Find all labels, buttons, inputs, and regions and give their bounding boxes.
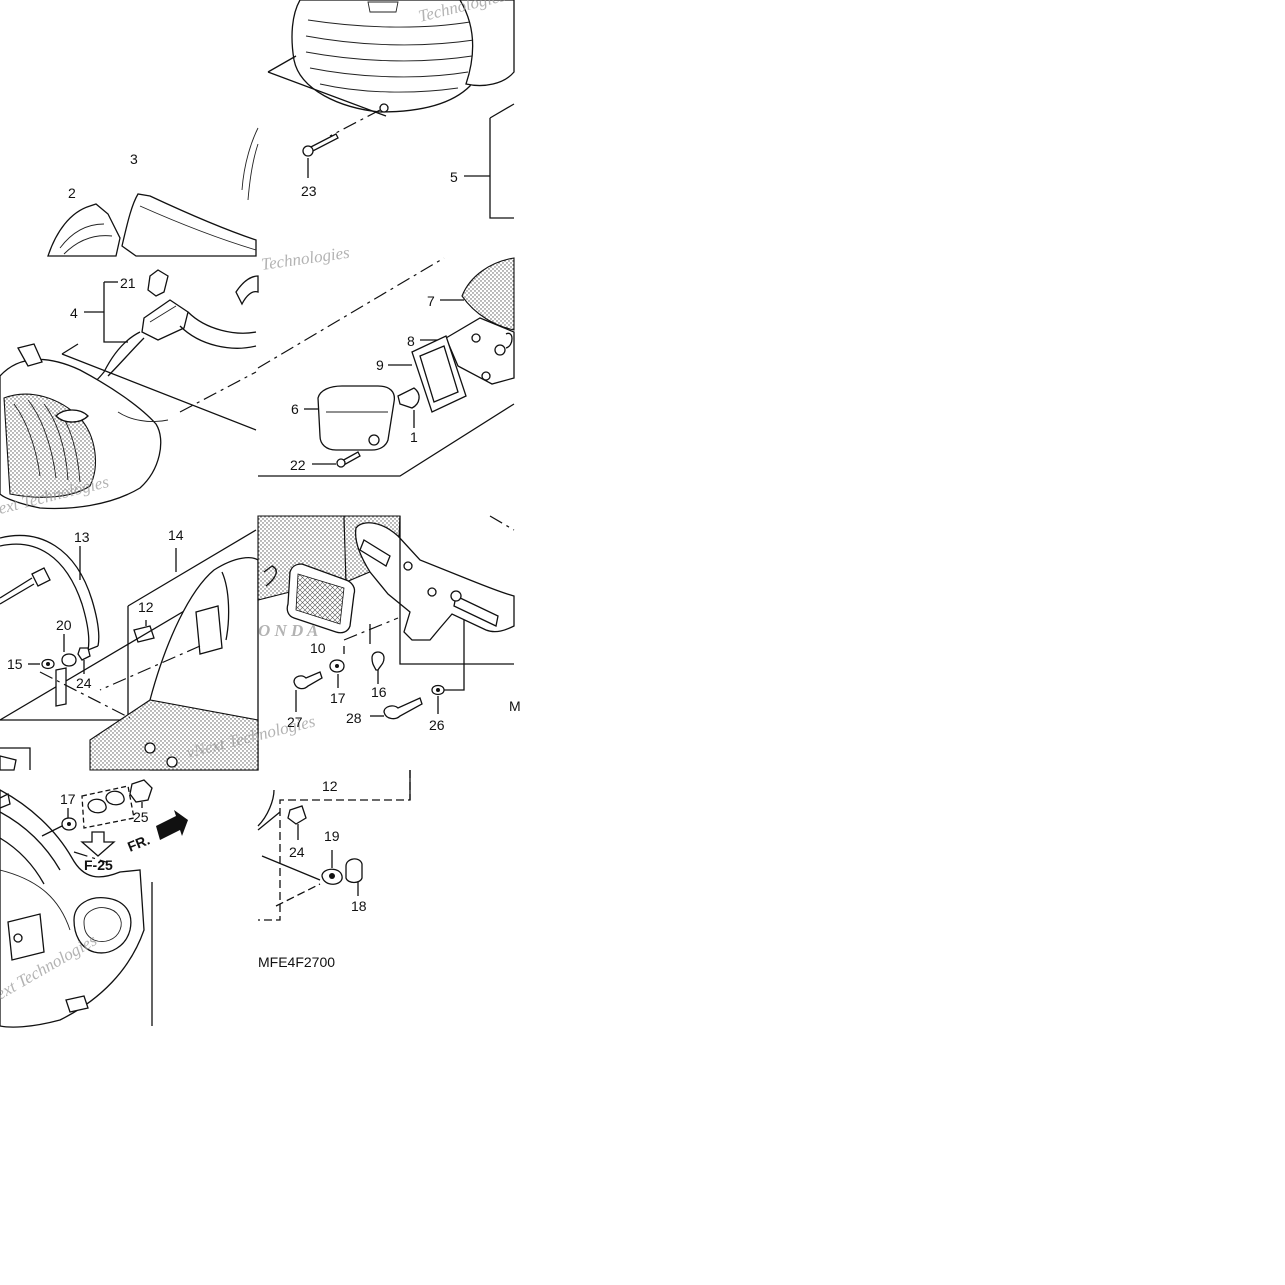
callout-27: 27 bbox=[287, 714, 303, 730]
callout-25: 25 bbox=[133, 809, 149, 825]
grommet-set bbox=[87, 798, 107, 814]
callout-labels: 3 2 23 5 21 4 7 8 9 6 1 22 13 14 12 20 1… bbox=[7, 151, 521, 970]
watermark-5: O N D A bbox=[258, 621, 318, 640]
connector-4 bbox=[141, 299, 189, 341]
edge-letter: M bbox=[509, 698, 521, 714]
light-base-8 bbox=[445, 317, 515, 385]
callout-8: 8 bbox=[407, 333, 415, 349]
connector-13 bbox=[31, 567, 51, 587]
bulb-1 bbox=[397, 387, 420, 409]
bolt-18 bbox=[345, 858, 363, 884]
callout-24-a: 24 bbox=[76, 675, 92, 691]
callout-10: 10 bbox=[310, 640, 326, 656]
callout-17-b: 17 bbox=[60, 791, 76, 807]
front-arrow bbox=[156, 810, 188, 840]
diagram-code: MFE4F2700 bbox=[258, 954, 335, 970]
tile-license-light: Technologies bbox=[257, 243, 515, 477]
nut-25 bbox=[129, 779, 153, 803]
rubber-16 bbox=[371, 651, 385, 671]
nut-24-lower bbox=[287, 805, 307, 825]
callout-23: 23 bbox=[301, 183, 317, 199]
ref-label: F-25 bbox=[84, 857, 113, 873]
callout-9: 9 bbox=[376, 357, 384, 373]
callout-16: 16 bbox=[371, 684, 387, 700]
callout-1: 1 bbox=[410, 429, 418, 445]
rear-cover-7 bbox=[461, 257, 515, 331]
callout-19: 19 bbox=[324, 828, 340, 844]
tile-license-bracket: O N D A bbox=[257, 515, 515, 720]
callout-24-b: 24 bbox=[289, 844, 305, 860]
callout-3: 3 bbox=[130, 151, 138, 167]
callout-5: 5 bbox=[450, 169, 458, 185]
ref-arrow bbox=[80, 831, 116, 857]
lens-6 bbox=[317, 385, 396, 451]
front-label: FR. bbox=[125, 831, 152, 854]
callout-28: 28 bbox=[346, 710, 362, 726]
callout-12-a: 12 bbox=[138, 599, 154, 615]
headlight-rim-part-3 bbox=[121, 193, 257, 257]
tile-headlight-rim bbox=[47, 127, 259, 257]
tile-damper-parts bbox=[257, 770, 411, 921]
callout-14: 14 bbox=[168, 527, 184, 543]
callout-20: 20 bbox=[56, 617, 72, 633]
cushion-lower bbox=[65, 995, 89, 1013]
callout-12-b: 12 bbox=[322, 778, 338, 794]
headlight-case-part-2 bbox=[47, 203, 121, 257]
fender-lower bbox=[0, 789, 145, 1028]
bolt-27 bbox=[293, 671, 323, 690]
nut-24 bbox=[77, 647, 91, 661]
tile-headlight-unit: ext Technologies bbox=[0, 269, 259, 518]
clamp-21 bbox=[147, 269, 169, 297]
washer-20 bbox=[61, 653, 77, 667]
tile-tail-lens: Technologies bbox=[267, 0, 515, 219]
callout-26: 26 bbox=[429, 717, 445, 733]
watermark-3: Technologies bbox=[260, 243, 351, 274]
callout-13: 13 bbox=[74, 529, 90, 545]
callout-15: 15 bbox=[7, 656, 23, 672]
callout-6: 6 bbox=[291, 401, 299, 417]
callout-18: 18 bbox=[351, 898, 367, 914]
tile-lower-fender: ext Technologies bbox=[0, 779, 188, 1028]
callout-17-a: 17 bbox=[330, 690, 346, 706]
callout-4: 4 bbox=[70, 305, 78, 321]
callout-21: 21 bbox=[120, 275, 136, 291]
callout-7: 7 bbox=[427, 293, 435, 309]
callout-22: 22 bbox=[290, 457, 306, 473]
tile-rear-fender: vNext Technologies bbox=[0, 529, 317, 771]
bolt-28 bbox=[383, 697, 423, 720]
callout-2: 2 bbox=[68, 185, 76, 201]
